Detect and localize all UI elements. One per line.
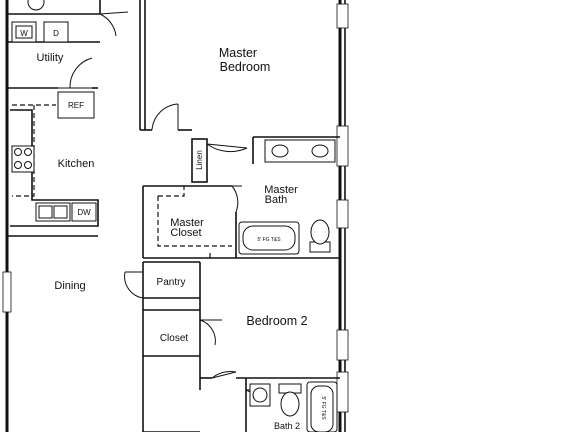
- dryer-label: D: [53, 29, 59, 38]
- water-heater: [27, 0, 45, 11]
- room-label-kitchen: Kitchen: [58, 158, 95, 170]
- room-label-master-closet-line2: Closet: [170, 227, 201, 239]
- room-label-bedroom-2: Bedroom 2: [246, 314, 307, 328]
- room-label-master-bath-line1: Master: [264, 184, 298, 196]
- dryer: D: [43, 21, 69, 43]
- room-label-master-bedroom-line1: Master: [219, 46, 257, 60]
- room-label-utility: Utility: [37, 52, 64, 64]
- room-label-closet: Closet: [160, 333, 189, 344]
- room-label-master-bath-line2: Bath: [265, 194, 288, 206]
- bath2-toilet: [278, 383, 302, 417]
- room-label-master-closet-line1: Master: [170, 217, 204, 229]
- master-toilet: [309, 219, 331, 253]
- dishwasher-label: DW: [77, 208, 91, 217]
- room-label-dining: Dining: [54, 280, 85, 292]
- washer-label: W: [20, 29, 28, 38]
- bath2-tub-label: 5' FG T&S: [320, 396, 326, 420]
- master-tub: 5' FG T&S: [238, 221, 300, 255]
- kitchen-sink: [35, 202, 71, 222]
- master-tub-label: 5' FG T&S: [257, 237, 281, 243]
- refrigerator: REF: [57, 91, 95, 119]
- washer: W: [11, 21, 37, 43]
- dashed-cabinets: [12, 104, 232, 258]
- room-label-linen: Linen: [195, 150, 204, 170]
- refrigerator-label: REF: [68, 101, 84, 110]
- windows-left: [2, 271, 12, 313]
- range-stove: [11, 145, 35, 173]
- bath2-sink: [249, 383, 271, 407]
- master-vanity: [264, 139, 336, 163]
- bath2-tub: 5' FG T&S: [306, 381, 338, 432]
- room-label-bath-2: Bath 2: [274, 421, 300, 431]
- dishwasher: DW: [71, 202, 97, 222]
- kitchen-counter: [10, 109, 99, 227]
- room-label-master-bedroom-line2: Bedroom: [220, 60, 271, 74]
- room-label-pantry: Pantry: [157, 277, 186, 288]
